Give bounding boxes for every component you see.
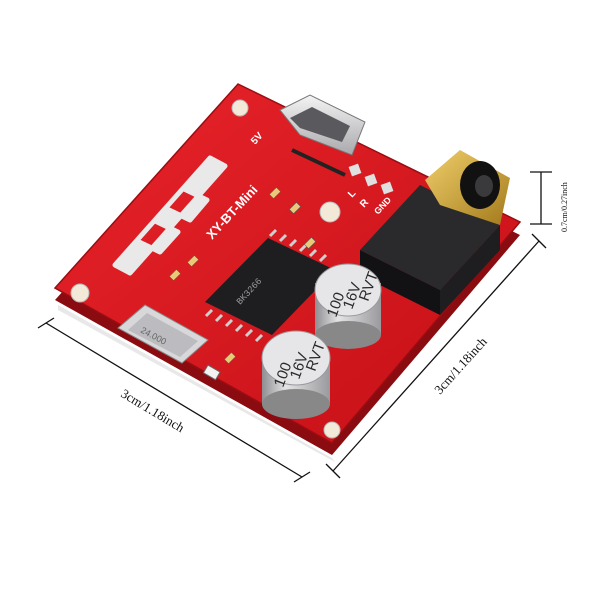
smd-components (168, 186, 317, 365)
pcb-underside (58, 305, 335, 462)
mounting-hole (323, 421, 341, 439)
crystal-oscillator: 24.000 (117, 304, 209, 364)
mounting-hole (70, 283, 90, 303)
width-label: 3cm/1.18inch (118, 386, 187, 436)
width-dimension (37, 317, 311, 483)
solder-pad (380, 181, 394, 195)
antenna-trace (112, 155, 228, 276)
bluetooth-chip: BK3266 (204, 228, 335, 343)
pad-label-l: L (346, 188, 358, 200)
capacitor-2: 100 16V RVT (261, 330, 331, 419)
audio-jack (360, 150, 510, 315)
status-led (202, 364, 221, 381)
micro-usb-port (279, 94, 366, 177)
mounting-hole (231, 99, 249, 117)
height-label: 0.7cm/0.27inch (560, 182, 569, 232)
solder-pad (348, 163, 362, 177)
height-dimension (530, 171, 552, 225)
solder-pad (364, 173, 378, 187)
depth-label: 3cm/1.18inch (431, 334, 490, 397)
mounting-hole (319, 201, 341, 223)
capacitor-1: 100 16V RVT (314, 263, 382, 349)
depth-dimension (325, 233, 547, 479)
